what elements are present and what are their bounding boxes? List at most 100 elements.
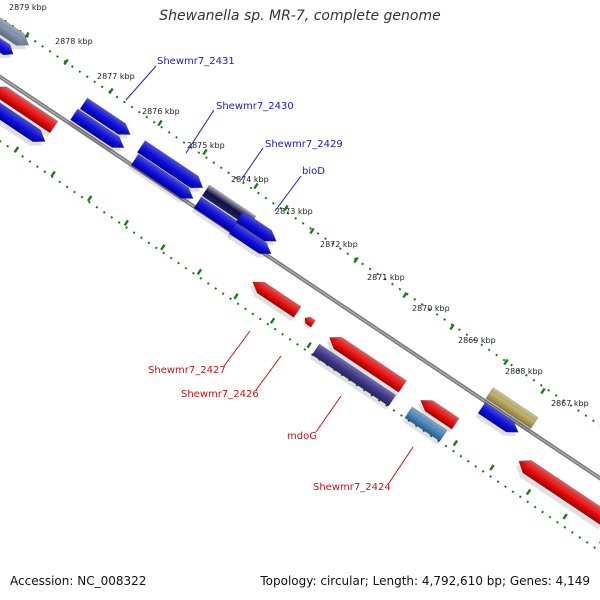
gene-feature [0, 36, 14, 59]
tick-ring: 2879 kbp 2878 kbp 2877 kbp 2876 kbp 2875 kbp… [0, 3, 600, 553]
label-leader [255, 355, 282, 391]
gene-feature-depth [475, 402, 519, 437]
gene-feature-depth [226, 222, 272, 258]
tick-mark [50, 170, 56, 178]
gene-feature [250, 281, 302, 322]
map-title: Shewanella sp. MR-7, complete genome [159, 8, 441, 24]
gene-feature [483, 387, 539, 433]
gene-label-forward: Shewmr7_2429 [265, 139, 343, 150]
tick-label: 2874 kbp [231, 175, 269, 184]
tick-mark [157, 119, 163, 127]
gene-feature-depth [250, 281, 302, 322]
tick-mark [452, 439, 459, 447]
tick-mark [269, 317, 276, 324]
gene-feature-shape [70, 108, 125, 148]
tick-mark [540, 387, 546, 395]
tick-mark [108, 87, 114, 95]
tick-mark [13, 146, 20, 153]
tick-mark [306, 342, 312, 349]
genome-summary-text: Topology: circular; Length: 4,792,610 bp… [260, 574, 590, 588]
tick-ring-inner [0, 139, 600, 553]
tick-mark [402, 291, 408, 299]
tick-label: 2879 kbp [9, 3, 47, 12]
tick-mark [202, 148, 208, 156]
gene-label-reverse: Shewmr7_2424 [313, 482, 391, 493]
gene-feature-shape [485, 387, 539, 429]
tick-label: 2868 kbp [505, 367, 543, 376]
gene-feature-shape [328, 336, 407, 393]
tick-mark [353, 256, 359, 264]
tick-label: 2869 kbp [458, 336, 496, 345]
tick-label: 2875 kbp [187, 141, 225, 150]
gene-feature-depth [67, 108, 124, 152]
gene-feature-shape [235, 210, 277, 242]
tick-mark [253, 182, 259, 190]
tick-mark [24, 31, 30, 39]
gene-features [0, 16, 600, 530]
gene-label-forward: Shewmr7_2431 [157, 56, 235, 67]
tick-mark [123, 219, 129, 227]
tick-mark [562, 513, 568, 520]
tick-label: 2877 kbp [97, 72, 135, 81]
genome-backbone [0, 74, 600, 481]
tick-label: 2873 kbp [275, 207, 313, 216]
gene-feature [0, 16, 30, 50]
gene-feature-shape [252, 281, 302, 318]
gene-label-forward: bioD [302, 166, 325, 177]
tick-label: 2872 kbp [320, 240, 358, 249]
label-leader [185, 109, 215, 154]
gene-feature-shape [304, 316, 316, 328]
tick-mark [309, 227, 315, 235]
label-leader [223, 330, 251, 367]
gene-feature-depth [191, 197, 245, 238]
gene-feature-shape [228, 222, 272, 255]
gene-feature-shape [420, 400, 460, 430]
tick-mark [87, 195, 93, 202]
gene-feature-shape [404, 406, 448, 442]
gene-feature-depth [303, 316, 316, 330]
gene-label-reverse: Shewmr7_2426 [181, 389, 259, 400]
gene-feature-depth [402, 406, 448, 445]
gene-feature [303, 316, 316, 330]
gene-feature-shape [0, 86, 59, 134]
gene-label-reverse: mdoG [287, 431, 317, 442]
accession-text: Accession: NC_008322 [10, 574, 147, 588]
gene-feature-shape [0, 36, 14, 56]
tick-label: 2871 kbp [367, 273, 405, 282]
label-leader [274, 175, 302, 212]
tick-mark [196, 268, 203, 275]
gene-feature-shape [130, 153, 194, 199]
gene-feature [128, 153, 194, 203]
tick-label: 2867 kbp [551, 399, 589, 408]
label-leader [388, 446, 414, 484]
gene-feature-shape [0, 16, 30, 46]
gene-label-reverse: Shewmr7_2427 [148, 365, 226, 376]
gene-label-forward: Shewmr7_2430 [216, 101, 294, 112]
tick-mark [503, 358, 509, 366]
gene-feature [402, 406, 448, 445]
tick-label: 2876 kbp [142, 107, 180, 116]
tick-mark [233, 293, 239, 300]
tick-mark [525, 488, 532, 496]
gene-feature [67, 108, 125, 152]
gene-feature-shape [477, 401, 519, 433]
label-leader [240, 147, 264, 181]
gene-feature [515, 460, 600, 530]
gene-feature-shape [79, 97, 131, 135]
label-leader [315, 395, 342, 433]
tick-ring-outer [0, 16, 600, 427]
tick-mark [283, 204, 289, 212]
tick-label: 2878 kbp [55, 37, 93, 46]
gene-feature [134, 140, 204, 192]
tick-mark [63, 58, 69, 66]
gene-feature [226, 222, 272, 258]
gene-feature-depth [0, 17, 29, 50]
tick-mark [160, 244, 166, 251]
gene-feature-shape [0, 96, 46, 143]
tick-mark [489, 464, 495, 471]
gene-feature [0, 96, 46, 146]
label-leader [125, 65, 157, 101]
